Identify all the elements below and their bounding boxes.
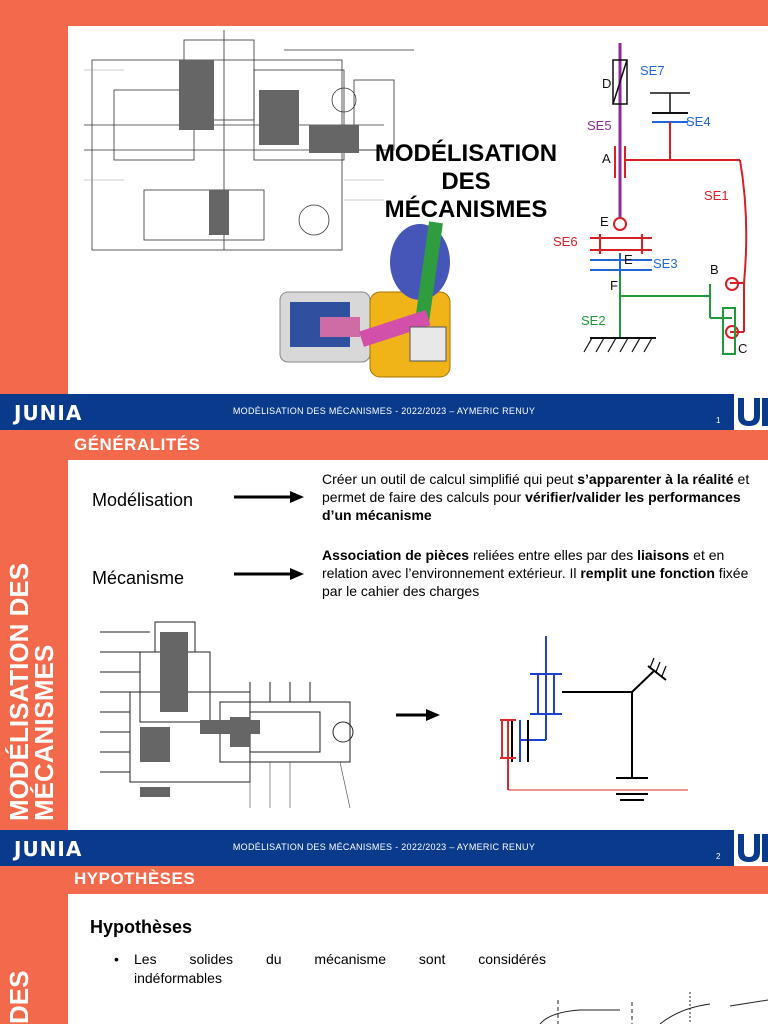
slide-1-left-band bbox=[0, 0, 68, 394]
label-SE1: SE1 bbox=[704, 188, 729, 203]
arrow-icon bbox=[396, 709, 440, 721]
def1-part-1: s’apparenter à la réalité bbox=[577, 471, 734, 487]
bullet-marker: • bbox=[114, 951, 119, 967]
def2-part-0: Association de pièces bbox=[322, 547, 470, 563]
gearbox-technical-drawing bbox=[84, 30, 414, 251]
footer-text: MODÉLISATION DES MÉCANISMES - 2022/2023 … bbox=[232, 842, 536, 852]
def1-part-2: et permet de faire des calculs pour bbox=[322, 471, 750, 505]
kinematic-schema bbox=[500, 636, 688, 801]
title-line-2: DES bbox=[441, 168, 491, 195]
vertical-title-partial: DES bbox=[4, 970, 34, 1024]
bullet-word: Les bbox=[134, 951, 157, 967]
slide-2-footer: JUNIA MODÉLISATION DES MÉCANISMES - 2022… bbox=[0, 830, 768, 866]
label-SE4: SE4 bbox=[686, 114, 711, 129]
def2-part-3: et en relation avec l’environnement exté… bbox=[322, 547, 725, 581]
bullet-word: sont bbox=[418, 951, 446, 967]
label-F: F bbox=[610, 278, 618, 293]
slide-2-top-band bbox=[0, 430, 768, 460]
def-term-mecanisme: Mécanisme bbox=[92, 568, 185, 588]
label-SE2: SE2 bbox=[581, 313, 606, 328]
def1-part-0: Créer un outil de calcul simplifié qui p… bbox=[322, 471, 578, 487]
label-SE3: SE3 bbox=[653, 256, 678, 271]
hypotheses-heading: Hypothèses bbox=[90, 917, 193, 937]
vertical-title-line-2: MÉCANISMES bbox=[29, 644, 59, 821]
def2-part-2: liaisons bbox=[637, 547, 690, 563]
def-text-mecanisme: Association de pièces reliées entre elle… bbox=[322, 546, 752, 600]
junia-u-mark-icon bbox=[734, 394, 768, 430]
page-number: 1 bbox=[716, 416, 721, 425]
engine-3d-render bbox=[279, 221, 451, 378]
slide-2: GÉNÉRALITÉS MODÉLISATION DES MÉCANISMES … bbox=[0, 430, 768, 866]
junia-logo: JUNIA bbox=[14, 837, 83, 861]
label-E: E bbox=[600, 214, 609, 229]
slide-1-top-band bbox=[0, 0, 768, 26]
mechanism-section-drawing bbox=[100, 621, 354, 809]
label-SE6: SE6 bbox=[553, 234, 578, 249]
title-line-3: MÉCANISMES bbox=[384, 196, 548, 223]
def1-part-3: vérifier/valider les performances d’un m… bbox=[322, 489, 741, 523]
def2-part-1: reliées entre elles par des bbox=[469, 547, 638, 563]
junia-logo: JUNIA bbox=[14, 401, 83, 425]
bullet-word: solides bbox=[189, 951, 234, 967]
bullet-1: Les solides du mécanisme sont considérés… bbox=[134, 950, 546, 988]
kinematic-diagram: D SE7 SE5 SE4 A SE1 E SE6 E SE3 B F SE2 … bbox=[553, 43, 747, 356]
label-SE5: SE5 bbox=[587, 118, 612, 133]
slide-1-footer: JUNIA MODÉLISATION DES MÉCANISMES - 2022… bbox=[0, 394, 768, 430]
slide-1: MODÉLISATION DES MÉCANISMES bbox=[0, 0, 768, 430]
label-C: C bbox=[738, 341, 747, 356]
arrow-icon bbox=[234, 491, 304, 503]
page-number: 2 bbox=[716, 852, 721, 861]
bullet-word: considérés bbox=[478, 951, 546, 967]
footer-text: MODÉLISATION DES MÉCANISMES - 2022/2023 … bbox=[232, 406, 536, 416]
bullet-word: du bbox=[265, 951, 282, 967]
junia-u-mark-icon bbox=[734, 830, 768, 866]
title-line-1: MODÉLISATION bbox=[374, 140, 558, 167]
slide-3-top-band bbox=[0, 866, 768, 894]
def2-part-4: remplit une fonction bbox=[580, 565, 715, 581]
bullet-word: mécanisme bbox=[314, 951, 387, 967]
def2-part-5: fixée par le cahier des charges bbox=[322, 565, 749, 599]
arrow-icon bbox=[234, 568, 304, 580]
bullet-1-line-2: indéformables bbox=[134, 970, 222, 986]
slide-1-title: MODÉLISATION DES MÉCANISMES bbox=[348, 140, 584, 224]
slide-2-left-band bbox=[0, 430, 68, 830]
label-E-second: E bbox=[624, 252, 633, 267]
slide-3-left-band bbox=[0, 866, 68, 1024]
partial-drawing bbox=[539, 992, 768, 1024]
section-title-generalites: GÉNÉRALITÉS bbox=[74, 435, 201, 454]
def-text-modelisation: Créer un outil de calcul simplifié qui p… bbox=[322, 470, 752, 524]
def-term-modelisation: Modélisation bbox=[92, 490, 194, 510]
section-title-hypotheses: HYPOTHÈSES bbox=[74, 869, 196, 888]
label-A: A bbox=[602, 151, 611, 166]
label-D: D bbox=[602, 76, 611, 91]
label-B: B bbox=[710, 262, 719, 277]
slide-3: HYPOTHÈSES DES Hypothèses • Les solides … bbox=[0, 866, 768, 1024]
label-SE7: SE7 bbox=[640, 63, 665, 78]
bullet-1-line-1: Les solides du mécanisme sont considérés bbox=[134, 950, 546, 969]
